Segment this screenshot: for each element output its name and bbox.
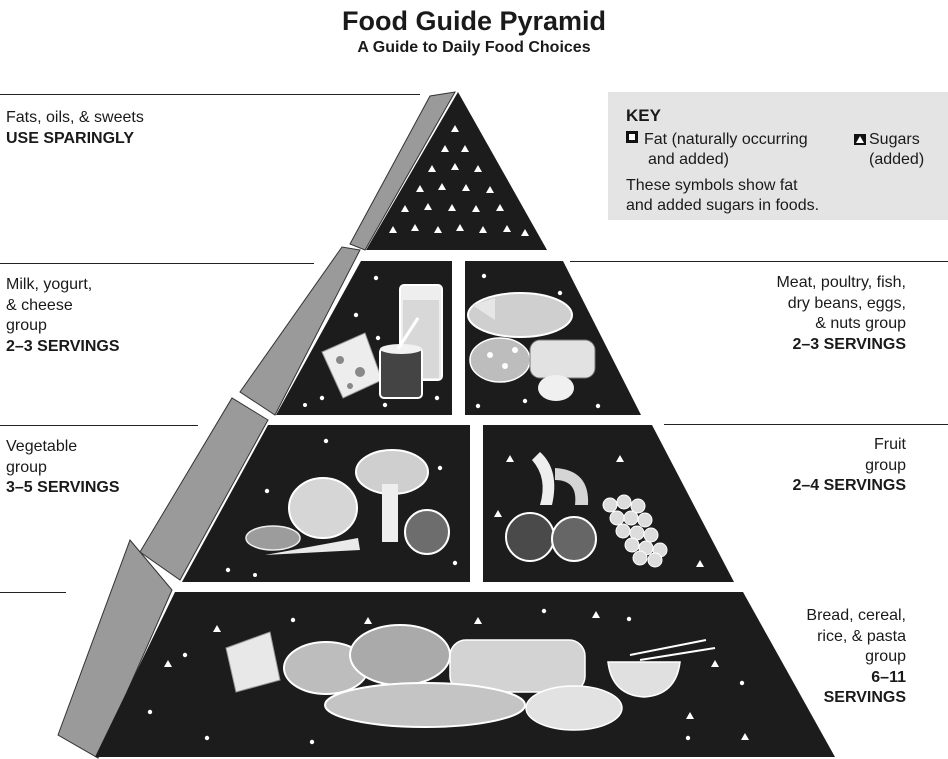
sugar-symbols-top — [389, 125, 529, 236]
milk-glass-cheese-icon — [321, 284, 443, 399]
fruit-line2: group — [865, 456, 906, 474]
rule-fruit — [664, 424, 948, 425]
fat-dots-vegetable — [225, 438, 458, 577]
sugar-dots-bread — [164, 611, 749, 740]
milk-line3: group — [6, 317, 47, 334]
key-title: KEY — [626, 106, 661, 125]
fat-dots-milk — [303, 275, 440, 408]
key-fat-label-2: and added) — [648, 151, 729, 168]
side-face-milk — [239, 246, 361, 416]
fats-name: Fats, oils, & sweets — [6, 109, 144, 126]
bread-line1: Bread, cereal, — [806, 607, 906, 624]
page-title: Food Guide Pyramid — [341, 6, 607, 36]
label-vegetable: Vegetable group 3–5 SERVINGS — [6, 437, 120, 499]
banana-apple-grapes-icon — [505, 452, 668, 568]
bread-line2: rice, & pasta — [817, 627, 906, 645]
key-sugar-label-1: Sugars — [869, 131, 920, 148]
bread-servings-range: 6–11 — [871, 668, 906, 686]
rule-bread-left — [0, 592, 66, 593]
milk-servings: 2–3 SERVINGS — [6, 337, 120, 355]
key-fat-label-1: Fat (naturally occurring — [644, 131, 808, 148]
label-fruit: Fruit group 2–4 SERVINGS — [792, 435, 906, 497]
fat-dots-bread — [147, 608, 745, 745]
label-milk: Milk, yogurt, & cheese group 2–3 SERVING… — [6, 275, 120, 357]
fruit-line1: Fruit — [874, 436, 906, 453]
label-bread: Bread, cereal, rice, & pasta group 6–11 … — [806, 606, 906, 709]
bread-servings-word: SERVINGS — [823, 689, 906, 706]
rule-vegetable — [0, 425, 198, 426]
rule-meat — [570, 261, 948, 262]
fruit-servings: 2–4 SERVINGS — [792, 477, 906, 494]
side-face-top — [349, 91, 456, 251]
rule-milk — [0, 263, 314, 264]
sugar-dots-fruit — [494, 455, 704, 567]
meat-servings: 2–3 SERVINGS — [792, 335, 906, 353]
fat-square-icon — [626, 131, 638, 143]
meat-line2: dry beans, eggs, — [787, 294, 906, 312]
key-note-2: and added sugars in foods. — [626, 197, 820, 214]
meat-line3: & nuts group — [815, 315, 906, 332]
fat-dots-meat — [475, 273, 601, 409]
key-box: KEY Fat (naturally occurring and added) … — [608, 92, 948, 220]
bread-cereal-pasta-icon — [225, 624, 716, 731]
bread-line3: group — [865, 648, 906, 665]
key-note-1: These symbols show fat — [626, 177, 798, 194]
vegetable-line1: Vegetable — [6, 438, 78, 455]
key-sugar-label-2: (added) — [869, 151, 925, 168]
milk-line2: & cheese — [6, 296, 73, 314]
broccoli-lettuce-carrot-icon — [245, 449, 450, 555]
sugar-triangle-icon — [854, 134, 866, 145]
label-fats: Fats, oils, & sweets USE SPARINGLY — [6, 108, 144, 149]
page-subtitle: A Guide to Daily Food Choices — [357, 39, 591, 56]
vegetable-line2: group — [6, 458, 47, 476]
poultry-fish-eggs-icon — [467, 292, 596, 401]
key-sugar-entry: Sugars (added) — [854, 130, 946, 170]
vegetable-servings: 3–5 SERVINGS — [6, 479, 120, 496]
key-note: These symbols show fat and added sugars … — [626, 176, 926, 216]
fats-servings: USE SPARINGLY — [6, 129, 135, 147]
key-fat-entry: Fat (naturally occurring and added) — [626, 130, 856, 170]
milk-line1: Milk, yogurt, — [6, 276, 93, 293]
label-meat: Meat, poultry, fish, dry beans, eggs, & … — [776, 273, 906, 355]
meat-line1: Meat, poultry, fish, — [776, 274, 906, 291]
rule-fats — [0, 94, 420, 95]
